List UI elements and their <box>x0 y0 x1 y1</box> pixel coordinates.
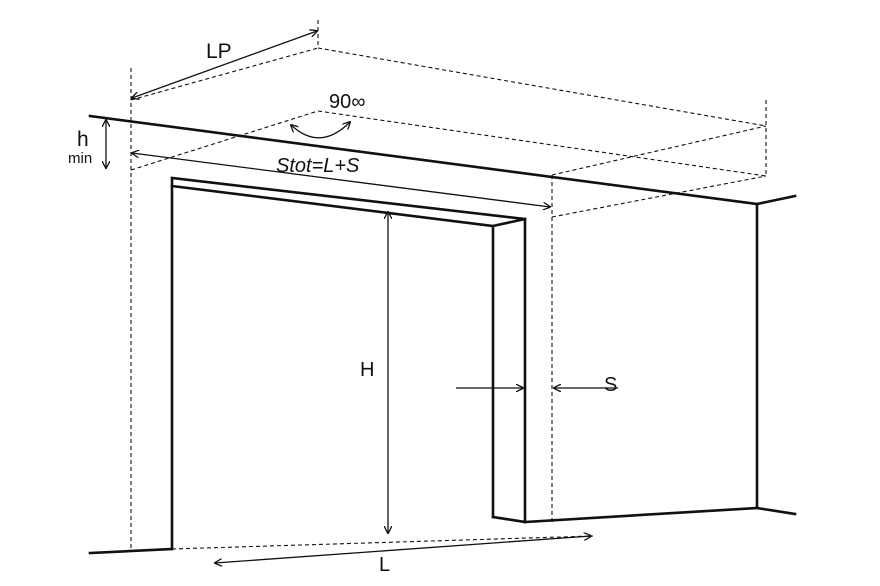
lp-label: LP <box>206 40 232 63</box>
height-label: H <box>360 359 374 381</box>
lp-dimension-arrow <box>132 31 317 98</box>
right-angle-arc-icon <box>291 122 350 139</box>
stot-dimension-arrow <box>132 153 550 207</box>
h-label: h <box>77 128 89 151</box>
stot-label: Stot=L+S <box>276 155 360 177</box>
side-label: S <box>604 374 617 396</box>
dimension-arrows <box>106 31 618 563</box>
angle-label: 90∞ <box>329 91 366 113</box>
building-structure <box>88 114 797 555</box>
dashed-guides <box>130 20 767 552</box>
width-label: L <box>379 554 390 576</box>
min-label: min <box>68 150 92 167</box>
dimension-labels: LP 90∞ h min Stot=L+S H S L <box>68 40 617 576</box>
width-dimension-arrow <box>215 536 591 563</box>
